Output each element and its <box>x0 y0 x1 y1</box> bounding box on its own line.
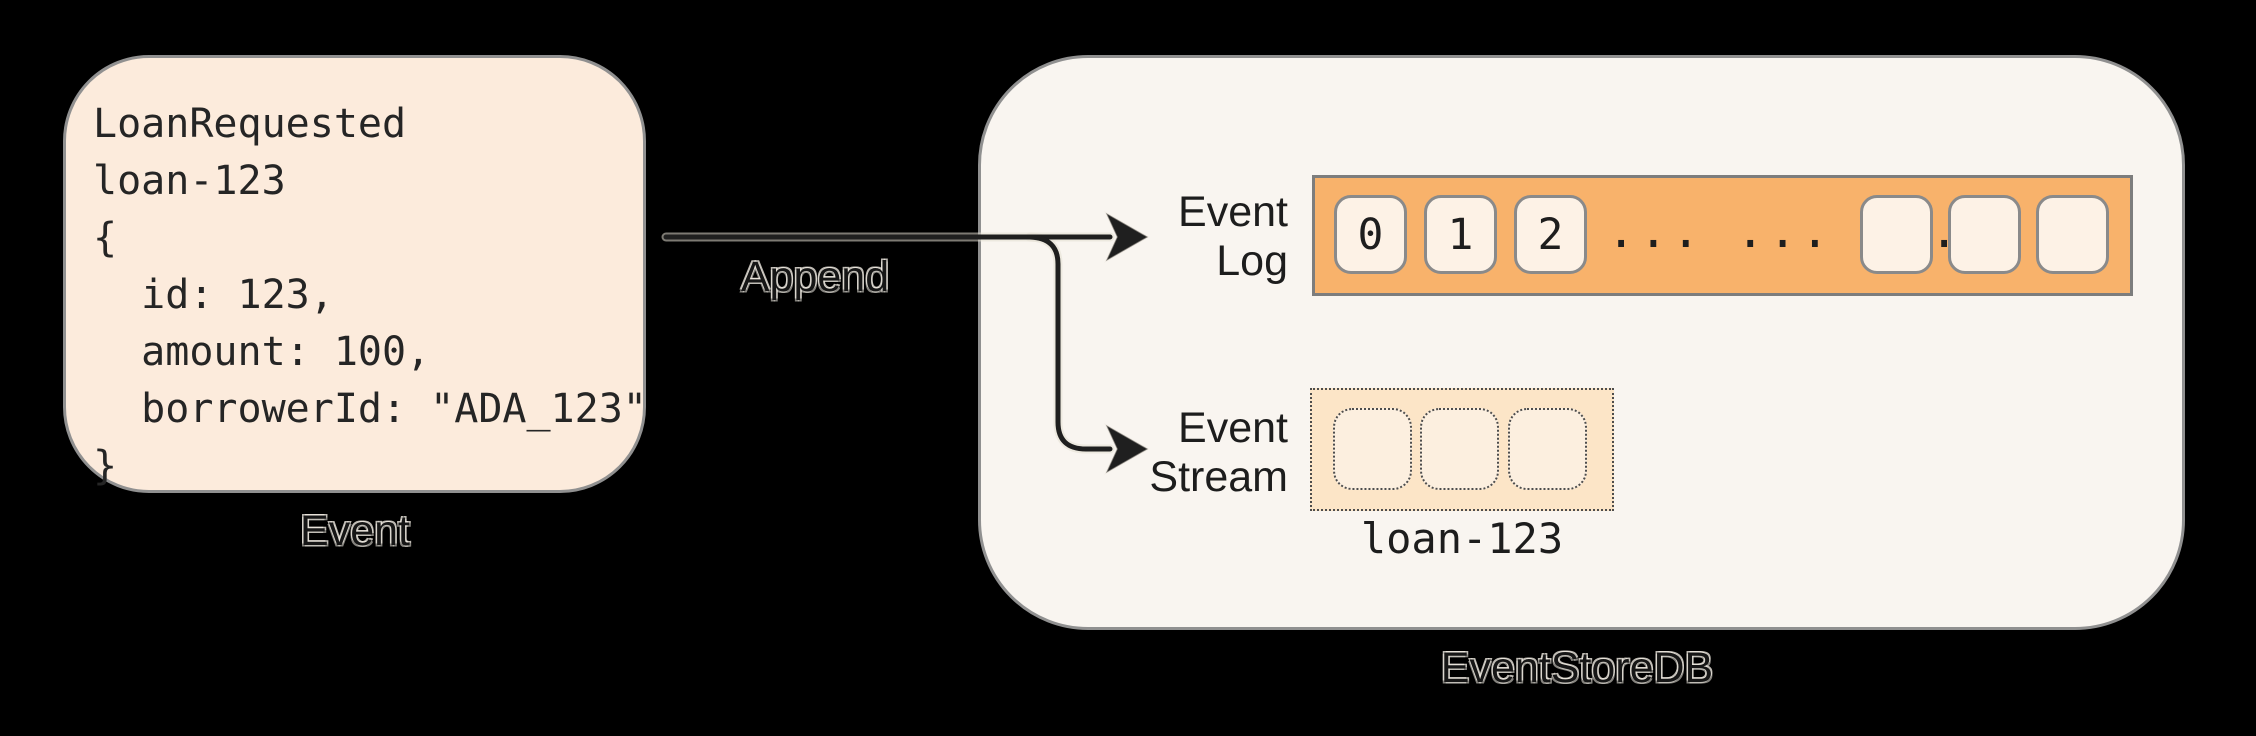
stream-name-label: loan-123 <box>1360 514 1564 563</box>
event-stream-label-line1: Event <box>1178 404 1288 452</box>
event-card: LoanRequested loan-123 { id: 123, amount… <box>63 55 647 493</box>
event-stream-empty-cell <box>1333 408 1412 490</box>
event-stream-empty-cell <box>1420 408 1499 490</box>
eventstoredb-label: EventStoreDB <box>1440 644 1714 692</box>
event-log-ellipsis: ... ... ... <box>1607 204 1963 259</box>
event-log-empty-cell <box>1860 195 1933 274</box>
event-code-text: LoanRequested loan-123 { id: 123, amount… <box>93 101 647 489</box>
event-log-cell-1: 1 <box>1424 195 1497 274</box>
event-log-empty-cell <box>1948 195 2021 274</box>
event-log-cell-0: 0 <box>1334 195 1407 274</box>
eventstoredb-container <box>978 55 2185 630</box>
event-log-label-line1: Event <box>1178 188 1288 236</box>
append-arrow-label: Append <box>740 253 890 301</box>
event-log-empty-cell <box>2036 195 2109 274</box>
event-log-label-line2: Log <box>1216 237 1288 285</box>
event-log-cell-2: 2 <box>1514 195 1587 274</box>
event-log-bar: 0 1 2 ... ... ... <box>1312 175 2133 296</box>
event-stream-empty-cell <box>1508 408 1587 490</box>
event-log-label: Event Log <box>1038 188 1288 286</box>
event-card-label: Event <box>300 507 410 555</box>
event-stream-label: Event Stream <box>1038 404 1288 502</box>
event-stream-label-line2: Stream <box>1149 453 1288 501</box>
event-stream-box <box>1310 388 1614 511</box>
